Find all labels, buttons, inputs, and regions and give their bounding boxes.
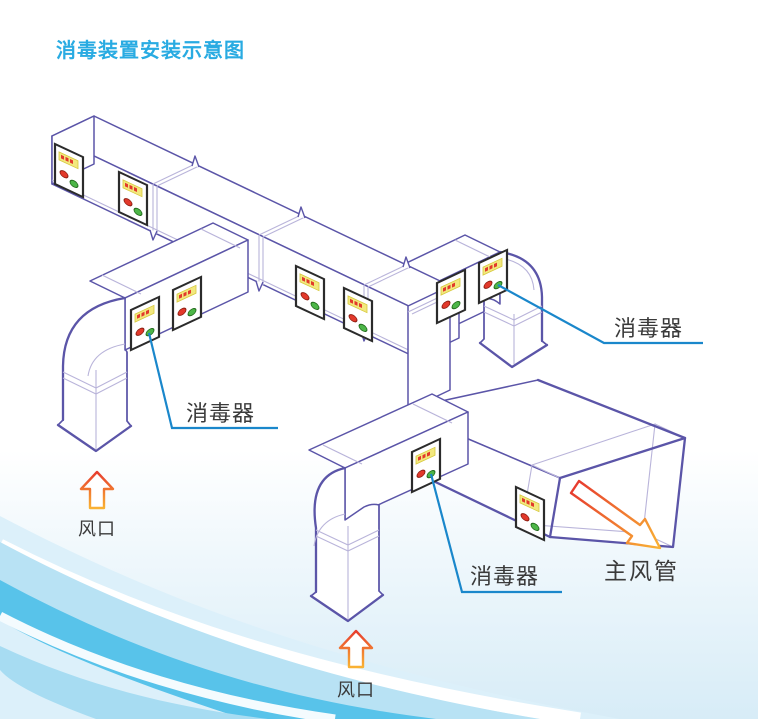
label-disinfector-bottom: 消毒器 <box>470 565 540 590</box>
bottom-branch-duct <box>308 393 469 623</box>
label-vent-bottom: 风口 <box>337 680 375 701</box>
main-duct-arrow-icon <box>569 479 662 550</box>
leader-line-left <box>147 332 278 430</box>
label-vent-left: 风口 <box>78 519 116 540</box>
leader-lines <box>147 284 703 594</box>
vent-arrow-bottom-icon <box>338 629 374 669</box>
flow-arrows <box>79 470 662 669</box>
label-disinfector-left: 消毒器 <box>186 402 256 427</box>
vent-arrow-left-icon <box>79 470 115 510</box>
label-disinfector-right: 消毒器 <box>614 317 684 342</box>
label-main-duct: 主风管 <box>604 559 679 585</box>
leader-line-right <box>497 284 703 345</box>
leader-line-bottom <box>429 473 562 594</box>
page-title: 消毒装置安装示意图 <box>56 38 245 62</box>
